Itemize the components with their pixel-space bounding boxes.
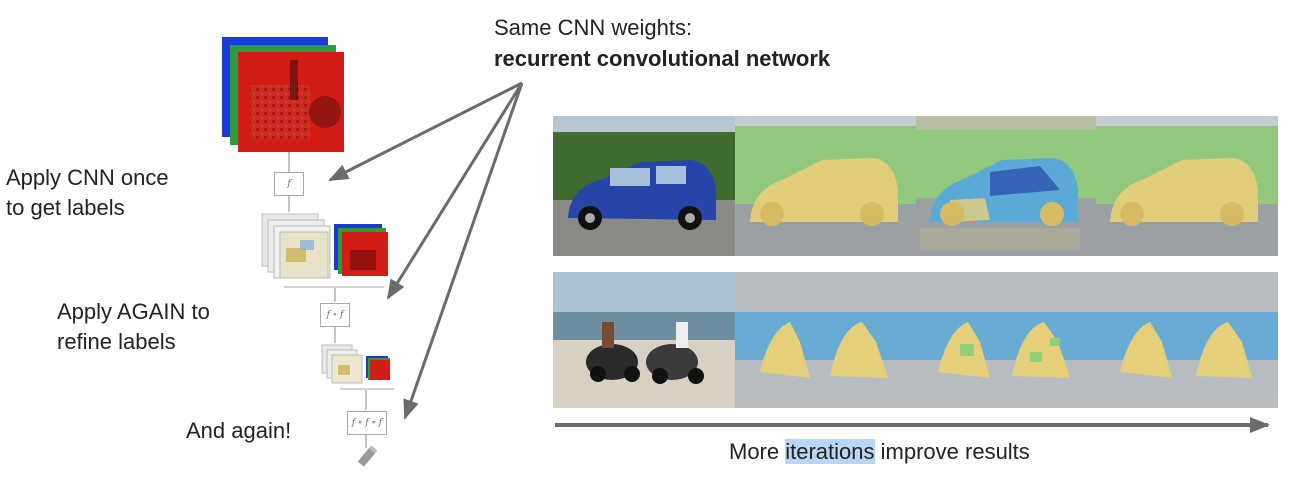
arrow-to-step2: [386, 82, 524, 300]
step1-line2: to get labels: [6, 195, 125, 220]
scooter-photo-original: [553, 272, 735, 408]
recurrence-arrows: [328, 81, 524, 420]
bottom-caption: More iterations improve results: [729, 438, 1030, 466]
step2-line1: Apply AGAIN to: [57, 299, 210, 324]
caption-before: More: [729, 439, 786, 464]
feature-map-stack-1: [261, 213, 331, 279]
result-strip-scooters: [553, 272, 1278, 408]
title-line-2: recurrent convolutional network: [494, 46, 831, 71]
function-box-f-f: f ∘ f: [320, 303, 350, 327]
function-box-f: f: [274, 172, 304, 196]
function-box-f-f-f: f ∘ f ∘ f: [347, 411, 387, 435]
title-line-1: Same CNN weights:: [494, 15, 693, 40]
car-label-iter2: [916, 116, 1096, 256]
car-label-iter3: [1096, 116, 1278, 256]
arrow-to-step1: [328, 81, 523, 182]
caption-after: improve results: [874, 439, 1030, 464]
car-photo-original: [553, 116, 735, 256]
step3-label: And again!: [186, 418, 292, 443]
pencil-icon: [358, 445, 378, 467]
caption-highlight: iterations: [785, 439, 875, 464]
rgb-input-stack: [222, 37, 344, 152]
step1-line1: Apply CNN once: [6, 165, 169, 190]
output-label-stack-1: [334, 224, 388, 276]
car-label-iter1: [735, 116, 916, 256]
result-strip-car: [553, 116, 1278, 256]
scooter-label-iter2: [916, 272, 1096, 408]
output-label-stack-2: [366, 356, 390, 380]
arrow-to-step3: [403, 82, 524, 420]
feature-map-stack-2: [321, 344, 363, 384]
step2-line2: refine labels: [57, 329, 176, 354]
scooter-label-iter3: [1096, 272, 1278, 408]
scooter-label-iter1: [735, 272, 916, 408]
